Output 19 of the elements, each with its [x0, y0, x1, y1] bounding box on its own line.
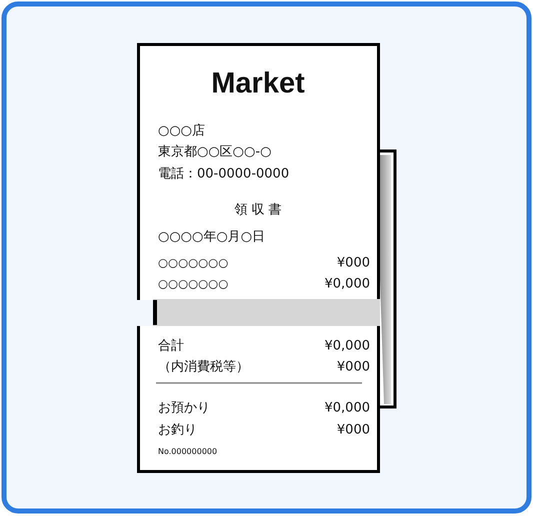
receipt-text: ○○○○年○月○日	[158, 230, 266, 244]
item-name: ○○○○○○○	[158, 278, 228, 290]
receipt-heading: 領 収 書	[234, 204, 282, 216]
receipt-text: （内消費税等）	[158, 360, 249, 374]
price-text: ¥000	[336, 360, 370, 374]
receipt-text: お預かり	[158, 402, 210, 414]
receipt-text: お釣り	[158, 424, 197, 436]
item-name: ○○○○○○○	[158, 257, 228, 269]
price-text: ¥0,000	[324, 278, 370, 290]
price-text: ¥000	[336, 256, 370, 270]
receipt-text: ○○○店	[158, 124, 206, 138]
price-text: ¥0,000	[324, 402, 370, 414]
receipt-number: No.000000000	[158, 448, 218, 456]
price-text: ¥000	[336, 424, 370, 436]
receipt-text: 合計	[158, 340, 184, 352]
price-text: ¥0,000	[324, 340, 370, 352]
store-name: Market	[211, 70, 305, 98]
receipt-text: 東京都○○区○○-○	[158, 146, 272, 158]
receipt-text: 電話：00-0000-0000	[158, 168, 290, 180]
